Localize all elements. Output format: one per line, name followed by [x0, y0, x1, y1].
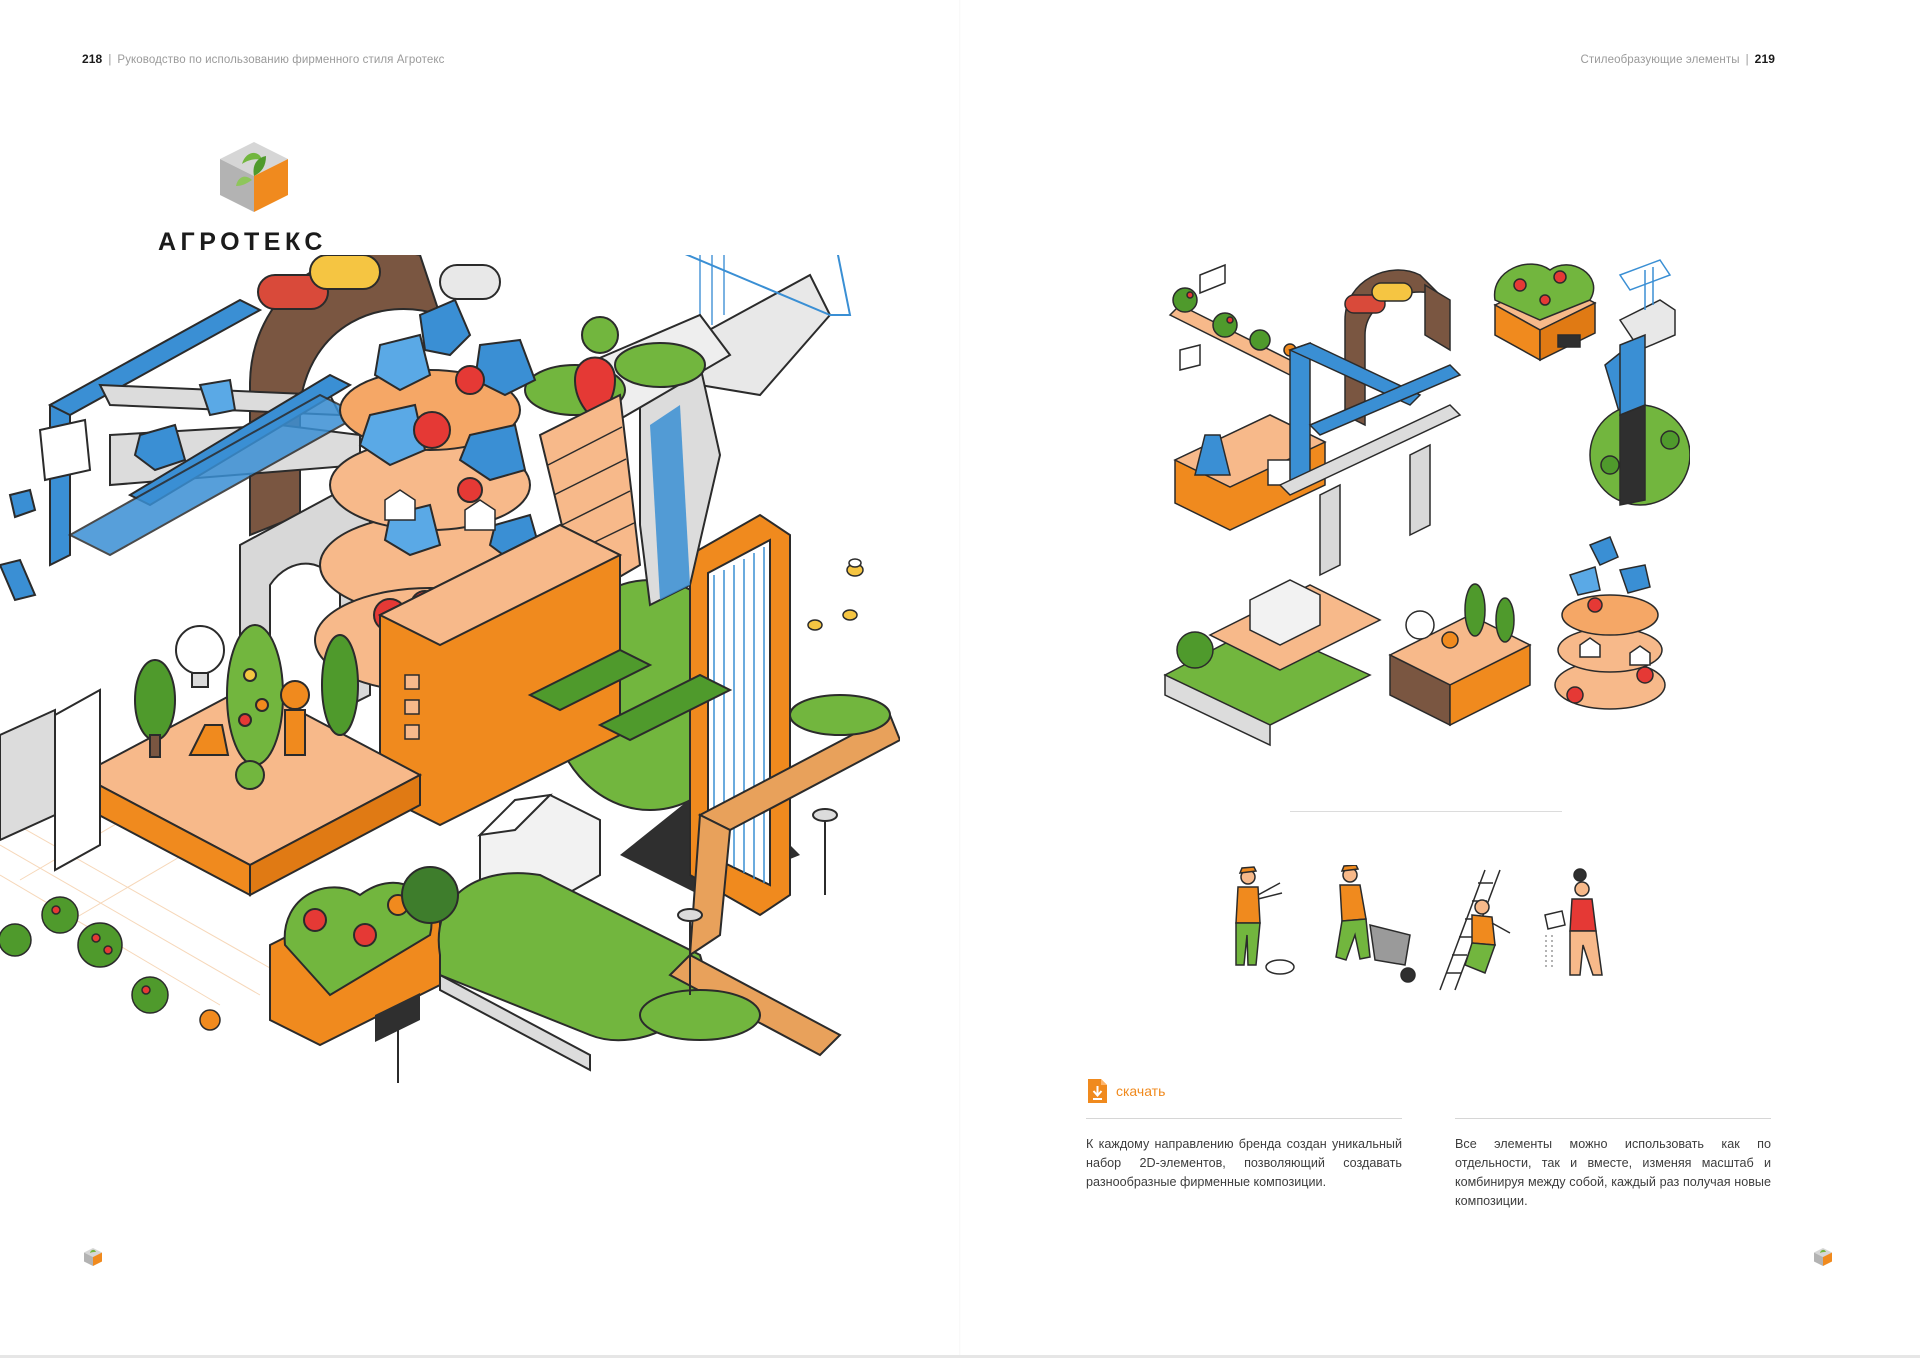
brand-wordmark: АГРОТЕКС [158, 228, 327, 256]
elements-divider [1290, 811, 1562, 812]
brand-elements-grid [1150, 255, 1690, 755]
element-green-circle [1589, 333, 1690, 506]
brand-logo: АГРОТЕКС [158, 140, 358, 257]
left-footer-cube-icon [83, 1247, 103, 1272]
element-conveyor [1344, 269, 1451, 427]
gardener-with-wheelbarrow [1335, 865, 1416, 983]
element-strawberry-planter [1493, 263, 1597, 362]
download-link[interactable]: скачать [1086, 1078, 1165, 1104]
isometric-scene [0, 255, 900, 1083]
main-isometric-illustration [0, 255, 900, 1095]
body-text-column-2: Все элементы можно использовать как по о… [1455, 1118, 1771, 1211]
element-bulb-trees [1388, 583, 1532, 727]
people-illustrations [1210, 865, 1630, 995]
running-head-separator: | [108, 54, 112, 66]
element-spiral-tower [1554, 536, 1666, 710]
element-greenhouse-island [1163, 579, 1382, 747]
right-running-head: Стилеобразующие элементы | 219 [1581, 52, 1775, 66]
brand-cube-icon [220, 142, 288, 212]
download-document-icon [1088, 1079, 1107, 1103]
gardener-on-ladder [1439, 869, 1511, 991]
spread-fold [959, 0, 961, 1358]
elements-set [1163, 259, 1690, 747]
element-lab-block [1173, 344, 1327, 531]
gardener-figures [1235, 865, 1603, 991]
element-pipe-frame [1278, 341, 1462, 577]
left-page: 218 | Руководство по использованию фирменн… [0, 52, 900, 1272]
page-bottom-edge [0, 1355, 1920, 1358]
body-text-column-1: К каждому направлению бренда создан уник… [1086, 1118, 1402, 1192]
download-label: скачать [1116, 1083, 1166, 1099]
left-page-number: 218 [82, 52, 103, 66]
left-running-title: Руководство по использованию фирменного … [117, 54, 445, 66]
right-page: Стилеобразующие элементы | 219 [960, 0, 1920, 1358]
running-head-separator: | [1745, 54, 1749, 66]
gardener-with-shears [1235, 866, 1295, 975]
right-running-title: Стилеобразующие элементы [1580, 54, 1740, 66]
left-running-head: 218 | Руководство по использованию фирменн… [82, 52, 444, 66]
element-plant-row [1168, 263, 1302, 376]
right-page-number: 219 [1754, 52, 1775, 66]
right-footer-cube-icon [1813, 1247, 1833, 1272]
person-watering [1544, 868, 1603, 976]
